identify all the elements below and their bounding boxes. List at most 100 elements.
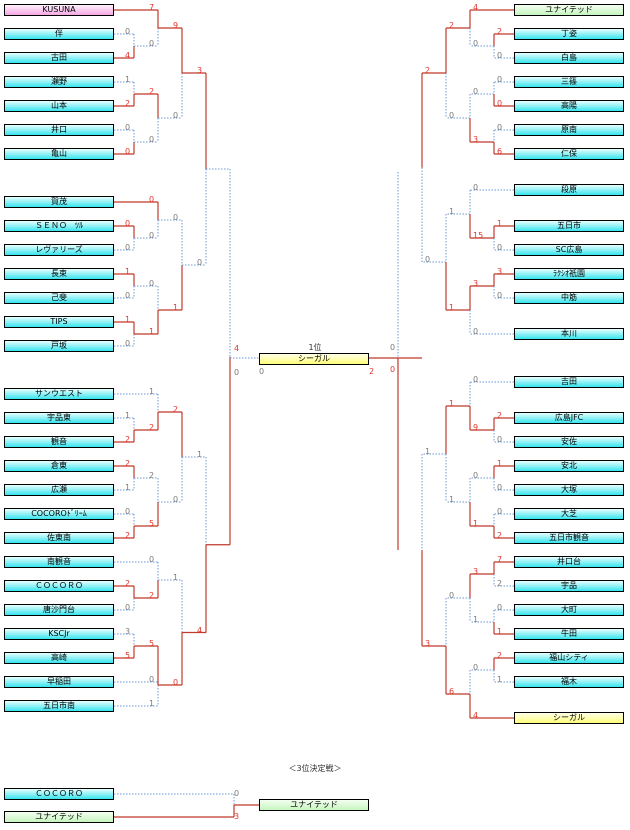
match-score: 0 — [125, 27, 131, 36]
team-box: 大芝 — [514, 508, 624, 520]
match-score: 0 — [425, 255, 431, 264]
match-score: 0 — [125, 243, 131, 252]
match-score: 1 — [425, 447, 431, 456]
match-score: 0 — [497, 75, 503, 84]
team-box: 三篠 — [514, 76, 624, 88]
team-box: ＣＯＣＯＲＯ — [4, 580, 114, 592]
match-score: 0 — [234, 368, 240, 377]
team-box: シーガル — [514, 712, 624, 724]
match-score: 0 — [149, 675, 155, 684]
match-score: 0 — [449, 111, 455, 120]
team-box: 大塚 — [514, 484, 624, 496]
match-score: 1 — [197, 450, 203, 459]
match-score: 1 — [497, 459, 503, 468]
match-score: 2 — [449, 21, 455, 30]
match-score: 0 — [390, 343, 396, 352]
match-score: 0 — [125, 339, 131, 348]
match-score: 0 — [125, 603, 131, 612]
match-score: 2 — [149, 423, 155, 432]
match-score: 1 — [125, 315, 131, 324]
champion-score-left: 0 — [259, 367, 265, 376]
match-score: 0 — [473, 327, 479, 336]
match-score: 1 — [125, 75, 131, 84]
team-box: 唐沙門台 — [4, 604, 114, 616]
match-score: 0 — [497, 291, 503, 300]
match-score: 0 — [473, 375, 479, 384]
team-box: 高陽 — [514, 100, 624, 112]
team-box: 戸坂 — [4, 340, 114, 352]
team-box: 南観音 — [4, 556, 114, 568]
match-score: 1 — [497, 675, 503, 684]
team-box: 倉東 — [4, 460, 114, 472]
match-score: 7 — [497, 555, 503, 564]
match-score: 5 — [125, 651, 131, 660]
match-score: 15 — [473, 231, 484, 240]
match-score: 0 — [125, 219, 131, 228]
match-score: 0 — [173, 495, 179, 504]
match-score: 4 — [473, 3, 479, 12]
match-score: 0 — [149, 195, 155, 204]
match-score: 2 — [497, 579, 503, 588]
team-box: 安佐 — [514, 436, 624, 448]
team-box: 広島JFC — [514, 412, 624, 424]
match-score: 0 — [497, 435, 503, 444]
team-box: 早稲田 — [4, 676, 114, 688]
team-box: レヴァリーズ — [4, 244, 114, 256]
team-box: 五日市観音 — [514, 532, 624, 544]
match-score: 9 — [473, 423, 479, 432]
team-box: ＳＥＮＯ ﾂﾙ — [4, 220, 114, 232]
team-box: サンウエスト — [4, 388, 114, 400]
match-score: 2 — [425, 66, 431, 75]
match-score: 2 — [149, 87, 155, 96]
team-box: 原南 — [514, 124, 624, 136]
team-box: 宇品 — [514, 580, 624, 592]
match-score: 1 — [149, 327, 155, 336]
team-box: 丁姿 — [514, 28, 624, 40]
match-score: 0 — [149, 135, 155, 144]
match-score: 3 — [125, 627, 131, 636]
match-score: 2 — [125, 579, 131, 588]
match-score: 9 — [173, 21, 179, 30]
match-score: 3 — [197, 66, 203, 75]
team-box: 安北 — [514, 460, 624, 472]
team-box: 伴 — [4, 28, 114, 40]
match-score: 6 — [449, 687, 455, 696]
match-score: 2 — [125, 459, 131, 468]
team-box: ユナイテッド — [514, 4, 624, 16]
match-score: 0 — [449, 591, 455, 600]
third-place-winner: ユナイテッド — [259, 799, 369, 811]
match-score: 0 — [390, 365, 396, 374]
match-score: 4 — [197, 625, 203, 635]
champion-score-right: 2 — [369, 367, 375, 376]
match-score: 0 — [473, 471, 479, 480]
match-score: 1 — [449, 495, 455, 504]
third-place-title: ＜3位決定戦＞ — [288, 764, 342, 773]
match-score: 0 — [497, 483, 503, 492]
match-score: 4 — [125, 51, 131, 60]
team-box: 五日市 — [514, 220, 624, 232]
third-score-a: 0 — [234, 789, 240, 798]
team-box: 瀬野 — [4, 76, 114, 88]
match-score: 2 — [125, 531, 131, 540]
team-box: TIPS — [4, 316, 114, 328]
match-score: 0 — [125, 291, 131, 300]
match-score: 0 — [473, 663, 479, 672]
match-score: 1 — [497, 219, 503, 228]
match-score: 0 — [149, 231, 155, 240]
third-team-b: ユナイテッド — [4, 811, 114, 823]
team-box: 高崎 — [4, 652, 114, 664]
match-score: 0 — [125, 123, 131, 132]
match-score: 0 — [173, 213, 179, 222]
match-score: 0 — [497, 51, 503, 60]
third-score-b: 3 — [234, 812, 240, 821]
match-score: 1 — [449, 303, 455, 312]
team-box: 井口 — [4, 124, 114, 136]
match-score: 1 — [473, 615, 479, 624]
match-score: 1 — [125, 483, 131, 492]
match-score: 0 — [173, 111, 179, 120]
match-score: 3 — [473, 279, 479, 288]
match-score: 1 — [125, 411, 131, 420]
team-box: 長束 — [4, 268, 114, 280]
team-box: 白島 — [514, 52, 624, 64]
team-box: 福木 — [514, 676, 624, 688]
